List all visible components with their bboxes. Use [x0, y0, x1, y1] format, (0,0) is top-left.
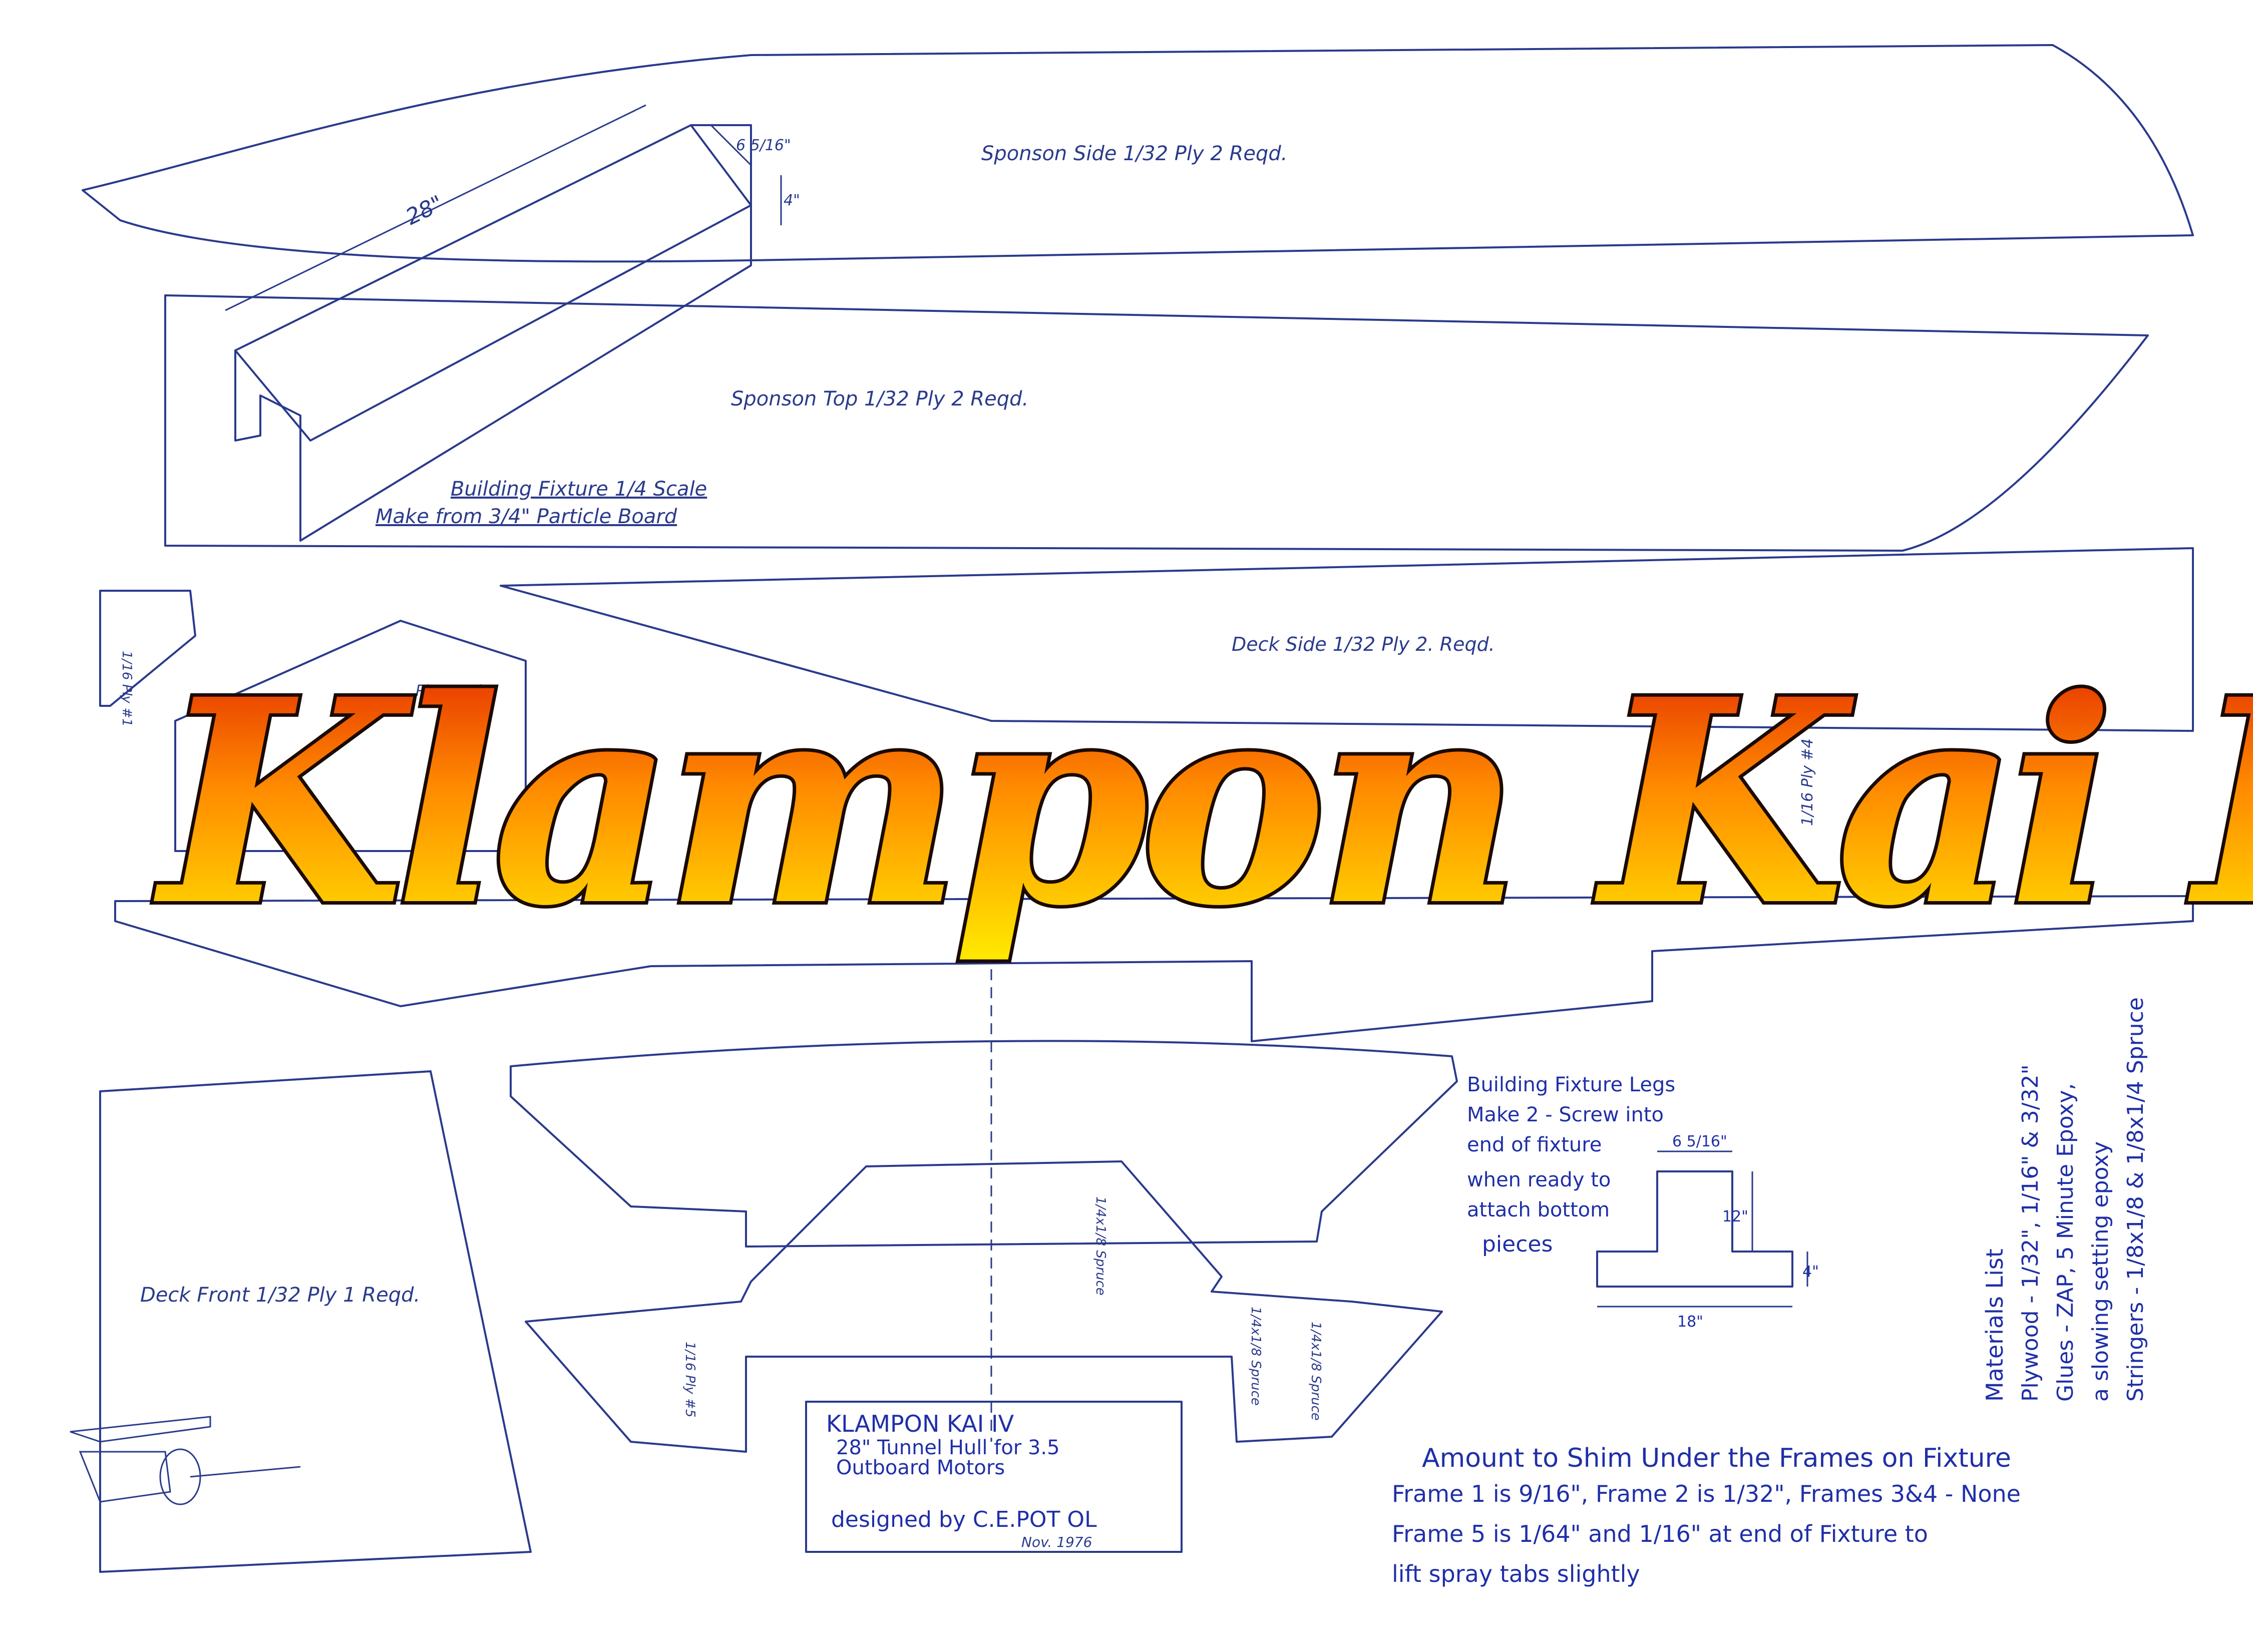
deck-front-part: Deck Front 1/32 Ply 1 Reqd. [70, 1070, 532, 1573]
materials-glues: Glues - ZAP, 5 Minute Epoxy, [2053, 1083, 2078, 1402]
materials-heading: Materials List [1981, 1249, 2008, 1402]
shim-heading: Amount to Shim Under the Frames on Fixtu… [1422, 1443, 2011, 1473]
shim-line-2: Frame 5 is 1/64" and 1/16" at end of Fix… [1392, 1520, 1928, 1547]
fixture-length-dim: 28" [402, 191, 447, 230]
frame-1-part: 1/16 Ply #1 [99, 590, 196, 727]
title-block-date: Nov. 1976 [1021, 1534, 1092, 1550]
deck-side-label: Deck Side 1/32 Ply 2. Reqd. [1232, 633, 1495, 655]
frame-5-part: 1/4x1/8 Spruce 1/4x1/8 Spruce 1/4x1/8 Sp… [525, 1160, 1443, 1453]
sponson-side-label: Sponson Side 1/32 Ply 2 Reqd. [981, 142, 1287, 165]
materials-epoxy: a slowing setting epoxy [2088, 1141, 2113, 1402]
frame-1-label: 1/16 Ply #1 [119, 651, 134, 727]
spruce-label-3: 1/4x1/8 Spruce [1308, 1322, 1323, 1421]
title-klampon-kai-iv: Klampon Kai IV [152, 638, 2253, 968]
shim-notes: Amount to Shim Under the Frames on Fixtu… [1392, 1443, 2021, 1587]
fixture-material-label: Make from 3/4" Particle Board [376, 505, 677, 528]
sponson-side-part: Sponson Side 1/32 Ply 2 Reqd. [82, 44, 2194, 263]
title-block-designer: designed by C.E.POT OL [831, 1507, 1097, 1532]
frame-4-part: 1/16 Ply #4 [114, 738, 2194, 1042]
shim-line-3: lift spray tabs slightly [1392, 1560, 1640, 1587]
title-block-desc-2: Outboard Motors [836, 1456, 1005, 1479]
deck-side-part: Deck Side 1/32 Ply 2. Reqd. [500, 547, 2194, 732]
materials-plywood: Plywood - 1/32", 1/16" & 3/32" [2018, 1064, 2043, 1402]
legs-line-1: Building Fixture Legs [1467, 1073, 1675, 1096]
legs-line-5: attach bottom [1467, 1198, 1610, 1221]
legs-line-2: Make 2 - Screw into [1467, 1103, 1664, 1126]
frame-3-part [510, 951, 1458, 1442]
legs-dim-12: 12" [1722, 1208, 1748, 1225]
sponson-top-label: Sponson Top 1/32 Ply 2 Reqd. [731, 387, 1028, 410]
shim-line-1: Frame 1 is 9/16", Frame 2 is 1/32", Fram… [1392, 1480, 2021, 1507]
fixture-height-dim: 4" [784, 192, 800, 209]
fixture-scale-label: Building Fixture 1/4 Scale [451, 478, 707, 501]
sponson-top-part: Sponson Top 1/32 Ply 2 Reqd. [164, 294, 2149, 552]
building-fixture-sketch: 28" 6 5/16" 4" Building Fixture 1/4 Scal… [225, 104, 800, 542]
legs-line-4: when ready to [1467, 1168, 1611, 1191]
fixture-width-dim: 6 5/16" [736, 137, 791, 154]
title-block-desc-1: 28" Tunnel Hull for 3.5 [836, 1436, 1060, 1459]
legs-dim-4: 4" [1802, 1263, 1819, 1281]
spruce-label-2: 1/4x1/8 Spruce [1248, 1307, 1263, 1406]
frame-2-part: Ply Reqd. [174, 620, 527, 852]
deck-front-label: Deck Front 1/32 Ply 1 Reqd. [140, 1284, 420, 1307]
legs-dim-top: 6 5/16" [1672, 1133, 1727, 1150]
legs-dim-18: 18" [1677, 1313, 1703, 1331]
title-block: KLAMPON KAI IV 28" Tunnel Hull for 3.5 O… [805, 1401, 1183, 1553]
title-block-name: KLAMPON KAI IV [826, 1410, 1014, 1437]
legs-line-3: end of fixture [1467, 1133, 1602, 1156]
frame-4-label: 1/16 Ply #4 [1799, 738, 1816, 826]
legs-line-6: pieces [1482, 1231, 1553, 1257]
fixture-legs-note: Building Fixture Legs Make 2 - Screw int… [1467, 1073, 1819, 1331]
materials-stringers: Stringers - 1/8x1/8 & 1/8x1/4 Spruce [2123, 997, 2148, 1402]
spruce-label-1: 1/4x1/8 Spruce [1093, 1196, 1108, 1296]
frame-2-label: Ply Reqd. [416, 682, 486, 700]
frame-5-label: 1/16 Ply #5 [682, 1342, 697, 1418]
materials-list: Materials List Plywood - 1/32", 1/16" & … [1981, 997, 2148, 1402]
